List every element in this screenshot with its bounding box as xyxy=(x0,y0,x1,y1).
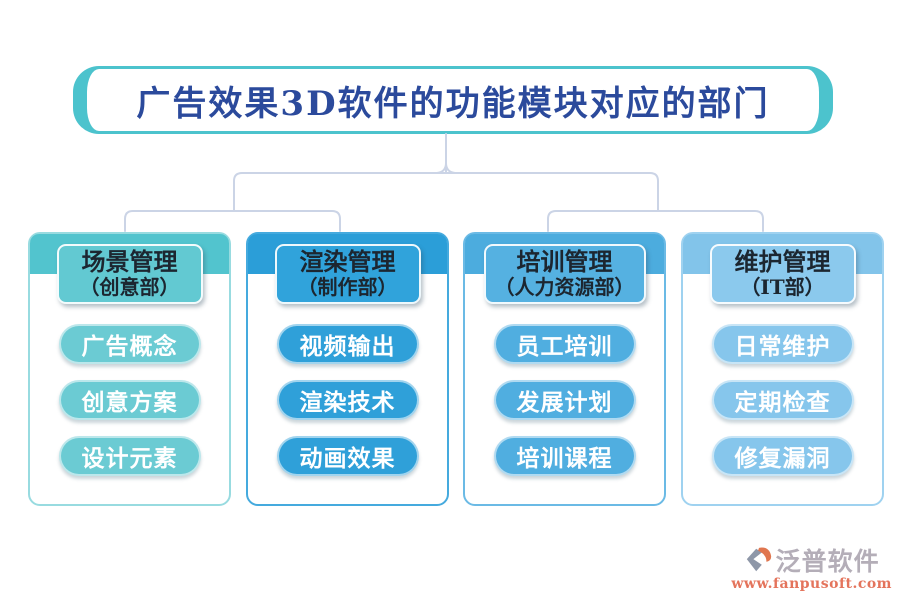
feature-pill: 日常维护 xyxy=(711,324,854,364)
fanpu-logo-icon xyxy=(746,547,771,572)
feature-pill: 创意方案 xyxy=(58,380,201,420)
feature-list: 视频输出渲染技术动画效果 xyxy=(248,324,447,476)
feature-pill: 员工培训 xyxy=(493,324,636,364)
department-name: （IT部） xyxy=(740,275,825,300)
module-name: 维护管理 xyxy=(734,247,831,276)
department-name: （人力资源部） xyxy=(494,275,635,300)
connector-junction-fillet xyxy=(436,162,456,174)
card-header: 培训管理 （人力资源部） xyxy=(483,244,646,304)
feature-pill: 广告概念 xyxy=(58,324,201,364)
logo-gray-shape xyxy=(746,548,762,572)
feature-pill: 培训课程 xyxy=(493,436,636,476)
brand-name: 泛普软件 xyxy=(775,547,880,576)
department-card: 渲染管理 （制作部） 视频输出渲染技术动画效果 xyxy=(246,232,449,506)
card-header: 渲染管理 （制作部） xyxy=(274,244,421,304)
feature-pill: 修复漏洞 xyxy=(711,436,854,476)
feature-list: 日常维护定期检查修复漏洞 xyxy=(683,324,882,476)
connector-level2-left xyxy=(124,210,341,232)
feature-pill: 渲染技术 xyxy=(276,380,419,420)
brand-url: www.fanpusoft.com xyxy=(731,576,892,592)
module-name: 培训管理 xyxy=(516,247,613,276)
feature-list: 员工培训发展计划培训课程 xyxy=(465,324,664,476)
connector-level2-right xyxy=(547,210,764,232)
department-card: 培训管理 （人力资源部） 员工培训发展计划培训课程 xyxy=(463,232,666,506)
department-card: 场景管理 （创意部） 广告概念创意方案设计元素 xyxy=(28,232,231,506)
brand-footer: 泛普软件 www.fanpusoft.com xyxy=(731,542,892,592)
feature-pill: 定期检查 xyxy=(711,380,854,420)
feature-pill: 发展计划 xyxy=(493,380,636,420)
module-name: 场景管理 xyxy=(81,247,178,276)
department-name: （制作部） xyxy=(297,275,398,300)
card-header: 维护管理 （IT部） xyxy=(709,244,856,304)
feature-list: 广告概念创意方案设计元素 xyxy=(30,324,229,476)
feature-pill: 视频输出 xyxy=(276,324,419,364)
feature-pill: 设计元素 xyxy=(58,436,201,476)
connector-level1 xyxy=(233,172,659,211)
department-name: （创意部） xyxy=(79,275,180,300)
card-header: 场景管理 （创意部） xyxy=(56,244,203,304)
feature-pill: 动画效果 xyxy=(276,436,419,476)
diagram-title: 广告效果3D软件的功能模块对应的部门 xyxy=(73,66,833,134)
department-card: 维护管理 （IT部） 日常维护定期检查修复漏洞 xyxy=(681,232,884,506)
module-name: 渲染管理 xyxy=(299,247,396,276)
logo-orange-shape xyxy=(757,547,771,562)
